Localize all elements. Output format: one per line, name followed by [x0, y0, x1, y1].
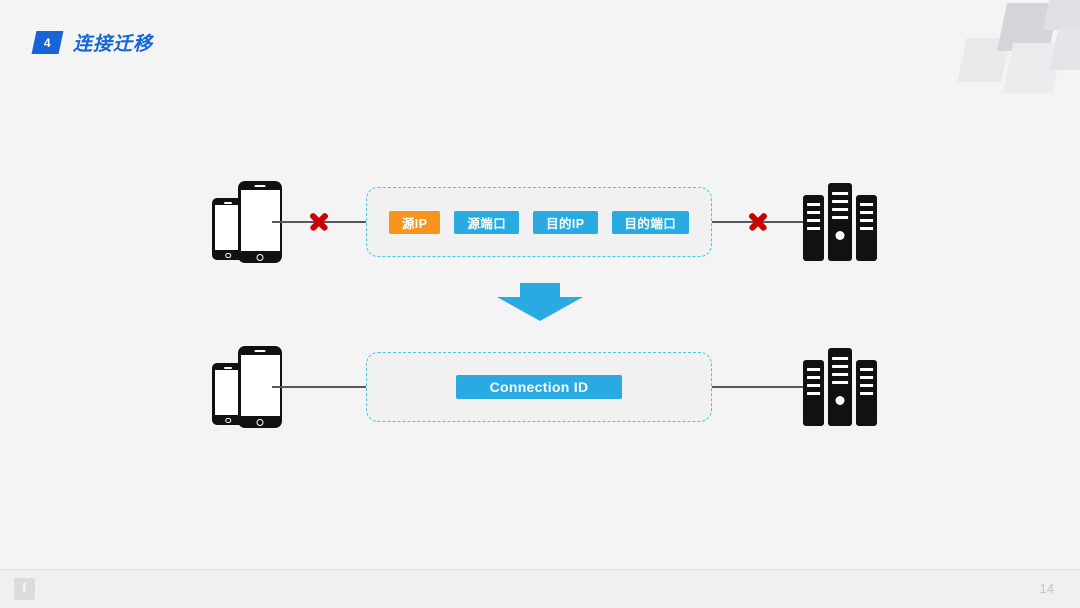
deco-square-4: [1042, 0, 1080, 30]
server-rack-icon-bottom: [803, 348, 877, 426]
deco-square-3: [1002, 43, 1064, 93]
page-title: 连接迁移: [73, 34, 154, 55]
packet-tuple-container-bottom: Connection ID: [366, 352, 712, 422]
server-node-bottom: [790, 327, 890, 447]
connection-line-right-bottom: [712, 386, 804, 388]
diagram-row-before: 源IP 源端口 目的IP 目的端口: [0, 162, 1080, 282]
deco-square-1: [957, 38, 1011, 82]
broken-link-cross-right-top: [746, 210, 770, 234]
server-tower-middle: [828, 183, 852, 261]
connection-line-left-bottom: [272, 386, 368, 388]
diagram-row-after: Connection ID: [0, 327, 1080, 447]
transition-arrow-down-icon: [497, 283, 583, 321]
server-node-top: [790, 162, 890, 282]
deco-square-2: [996, 3, 1060, 51]
slide-footer: f 14: [0, 570, 1080, 608]
server-tower-left-bottom: [803, 360, 824, 426]
packet-field-source-ip: 源IP: [388, 210, 441, 234]
brand-watermark-logo: f: [14, 578, 35, 600]
packet-field-source-port: 源端口: [454, 210, 520, 234]
broken-link-cross-left-top: [307, 210, 331, 234]
packet-field-dest-ip: 目的IP: [533, 210, 598, 234]
packet-field-dest-port: 目的端口: [611, 210, 690, 234]
server-rack-icon-top: [803, 183, 877, 261]
server-tower-middle-bottom: [828, 348, 852, 426]
server-tower-right-bottom: [856, 360, 877, 426]
slide-title-row: 4 连接迁移: [31, 29, 154, 56]
decorative-parallelograms: [950, 0, 1080, 100]
packet-tuple-container-top: 源IP 源端口 目的IP 目的端口: [366, 187, 712, 257]
deco-square-5: [1049, 28, 1080, 70]
footer-divider: [0, 569, 1080, 570]
server-tower-right: [856, 195, 877, 261]
packet-field-connection-id: Connection ID: [455, 375, 623, 399]
section-number-badge: 4: [31, 31, 64, 54]
server-tower-left: [803, 195, 824, 261]
section-number-text: 4: [44, 35, 51, 50]
page-number: 14: [1039, 581, 1054, 596]
